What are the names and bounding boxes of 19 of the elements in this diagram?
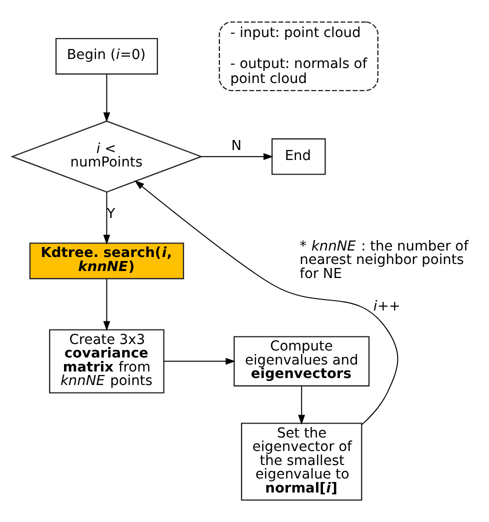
node-box: Compute eigenvalues and eigenvectors <box>234 336 370 386</box>
edge-label: N <box>231 138 242 154</box>
arrow <box>200 153 274 160</box>
edge-label: Y <box>106 206 116 222</box>
node-box: Kdtree. search(i, knnNE) <box>29 242 184 280</box>
node-box: - input: point cloud - output: normals of point cloud <box>218 21 378 92</box>
arrow <box>103 74 110 122</box>
node-box: End <box>271 138 326 175</box>
node-box: Create 3x3 covariance matrix from knnNE points <box>49 329 164 394</box>
arrow <box>134 180 398 426</box>
node-box: Set the eigenvector of the smallest eigenvalue to normal[i] <box>240 422 362 501</box>
label: *knnNE : the number of nearest neighbor points for NE <box>300 238 468 282</box>
node-box: Begin (i=0) <box>55 38 158 75</box>
arrow <box>103 192 110 245</box>
node-diamond: i < numPoints <box>10 120 203 193</box>
arrow <box>103 278 110 331</box>
edge-label: i++ <box>373 298 400 314</box>
arrow <box>298 386 306 425</box>
arrow <box>163 358 236 365</box>
